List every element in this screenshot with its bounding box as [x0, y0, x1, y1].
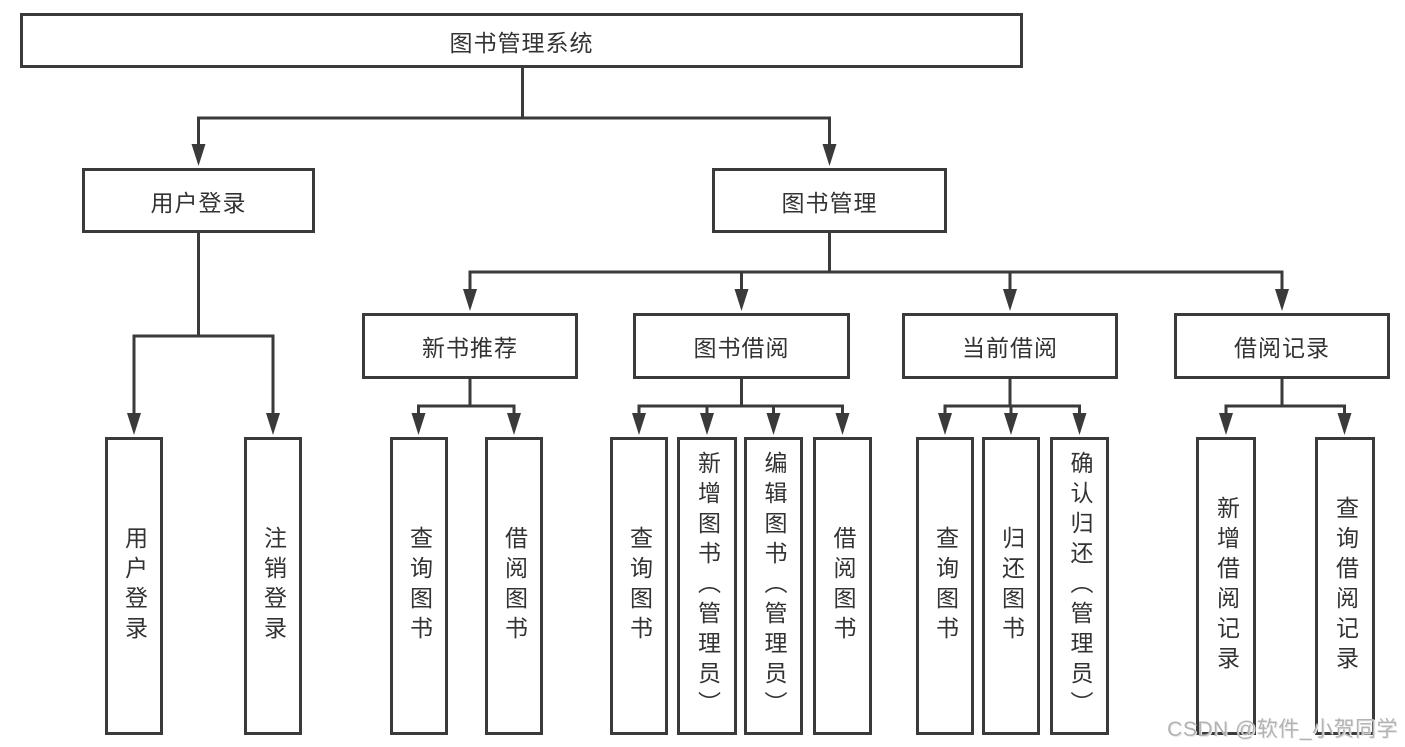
leaf-current-query-books: 查询图书 [916, 437, 974, 735]
leaf-query-borrow-record: 查询借阅记录 [1315, 437, 1375, 735]
arrowheads [127, 144, 1352, 435]
leaf-add-borrow-record-label: 新增借阅记录 [1213, 496, 1240, 676]
leaf-current-query-books-label: 查询图书 [932, 526, 959, 646]
node-current-borrowing: 当前借阅 [902, 313, 1118, 379]
leaf-borrowing-borrow-books-label: 借阅图书 [830, 526, 856, 646]
leaf-user-login-label: 用户登录 [121, 526, 148, 646]
leaf-query-borrow-record-label: 查询借阅记录 [1332, 496, 1359, 676]
leaf-add-books-admin: 新增图书（管理员） [677, 437, 737, 735]
leaf-recommend-query-books-label: 查询图书 [406, 526, 433, 646]
leaf-recommend-query-books: 查询图书 [390, 437, 448, 735]
node-library-system: 图书管理系统 [20, 13, 1023, 68]
node-book-borrowing: 图书借阅 [633, 313, 850, 379]
node-borrow-records: 借阅记录 [1174, 313, 1390, 379]
leaf-borrowing-query-books: 查询图书 [610, 437, 668, 735]
node-user-login: 用户登录 [82, 168, 315, 233]
leaf-user-login: 用户登录 [105, 437, 163, 735]
leaf-add-books-admin-label: 新增图书（管理员） [694, 451, 721, 721]
leaf-add-borrow-record: 新增借阅记录 [1196, 437, 1256, 735]
leaf-borrowing-query-books-label: 查询图书 [626, 526, 653, 646]
node-book-management: 图书管理 [712, 168, 947, 233]
leaf-confirm-return-admin-label: 确认归还（管理员） [1067, 451, 1093, 721]
csdn-watermark: CSDN @软件_小贺同学 [1167, 718, 1398, 741]
leaf-return-books: 归还图书 [982, 437, 1040, 735]
leaf-recommend-borrow-books: 借阅图书 [485, 437, 543, 735]
leaf-recommend-borrow-books-label: 借阅图书 [501, 526, 528, 646]
leaf-edit-books-admin: 编辑图书（管理员） [744, 437, 803, 735]
leaf-borrowing-borrow-books: 借阅图书 [813, 437, 872, 735]
node-new-book-recommend: 新书推荐 [362, 313, 578, 379]
leaf-logout-label: 注销登录 [260, 526, 287, 646]
leaf-logout: 注销登录 [244, 437, 302, 735]
leaf-confirm-return-admin: 确认归还（管理员） [1050, 437, 1109, 735]
leaf-edit-books-admin-label: 编辑图书（管理员） [761, 451, 787, 721]
leaf-return-books-label: 归还图书 [998, 526, 1025, 646]
